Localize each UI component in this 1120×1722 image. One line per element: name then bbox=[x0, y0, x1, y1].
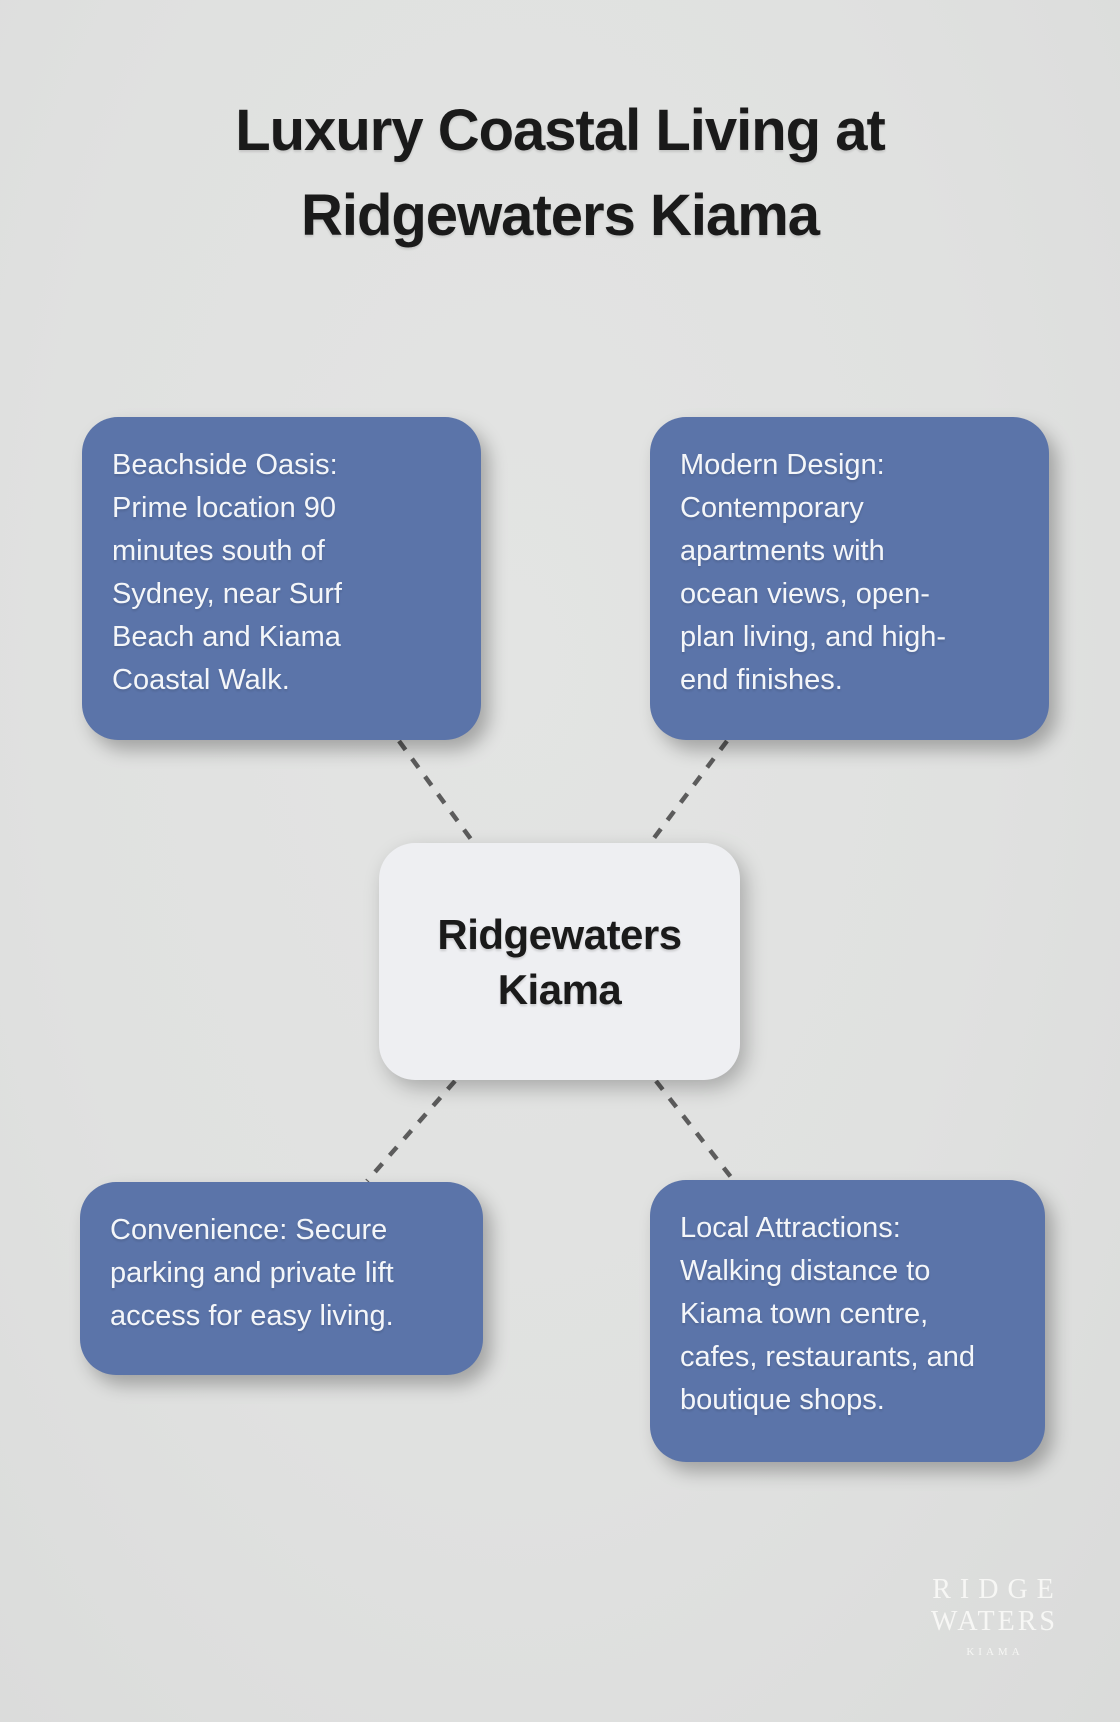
connector-top-left bbox=[397, 739, 475, 844]
logo-text-waters: WATERS bbox=[931, 1606, 1058, 1637]
node-local-attractions: Local Attractions: Walking distance to K… bbox=[650, 1180, 1045, 1462]
connector-bottom-right bbox=[654, 1079, 736, 1183]
logo-text-ridge: RIDGE bbox=[932, 1574, 1063, 1605]
logo-text-kiama: KIAMA bbox=[966, 1646, 1024, 1658]
center-node-label: Ridgewaters Kiama bbox=[437, 910, 682, 1013]
ridgewaters-logo: RIDGE WATERS KIAMA bbox=[918, 1574, 1068, 1658]
node-convenience: Convenience: Secure parking and private … bbox=[80, 1182, 483, 1375]
page-title: Luxury Coastal Living at Ridgewaters Kia… bbox=[235, 98, 886, 248]
connector-top-right bbox=[649, 739, 729, 844]
center-node: Ridgewaters Kiama bbox=[379, 843, 740, 1080]
connector-bottom-left bbox=[365, 1079, 457, 1183]
node-beachside-oasis: Beachside Oasis: Prime location 90 minut… bbox=[82, 417, 481, 740]
node-modern-design: Modern Design: Contemporary apartments w… bbox=[650, 417, 1049, 740]
